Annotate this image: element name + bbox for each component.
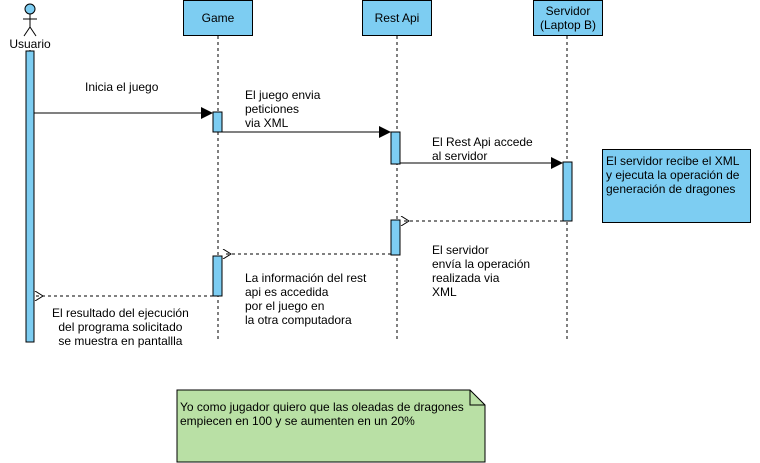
story-note-text: Yo como jugador quiero que las oleadas d… — [180, 400, 464, 428]
user-activation-bar — [25, 50, 35, 343]
user-actor-label: Usuario — [9, 37, 51, 51]
message-label-6: El resultado del ejecución del programa … — [52, 306, 189, 348]
game-activation-bar-2 — [212, 255, 223, 297]
game-activation-bar-1 — [212, 111, 223, 133]
message-label-4: El servidor envía la operación realizada… — [432, 243, 531, 299]
api-activation-bar-2 — [390, 219, 401, 256]
server-note: El servidor recibe el XML y ejecuta la o… — [602, 149, 751, 223]
server-activation-bar — [562, 161, 573, 222]
message-label-1: Inicia el juego — [85, 80, 159, 94]
message-label-3: El Rest Api accede al servidor — [432, 135, 533, 163]
game-header: Game — [183, 0, 253, 36]
api-activation-bar-1 — [390, 131, 401, 165]
api-header: Rest Api — [362, 0, 432, 36]
message-label-2: El juego envia peticiones via XML — [245, 88, 321, 130]
story-note-shape — [176, 389, 486, 463]
story-note-fold — [469, 390, 485, 406]
user-actor-icon — [23, 3, 37, 37]
server-header: Servidor (Laptop B) — [533, 0, 603, 36]
message-label-5: La información del rest api es accedida … — [245, 271, 367, 327]
